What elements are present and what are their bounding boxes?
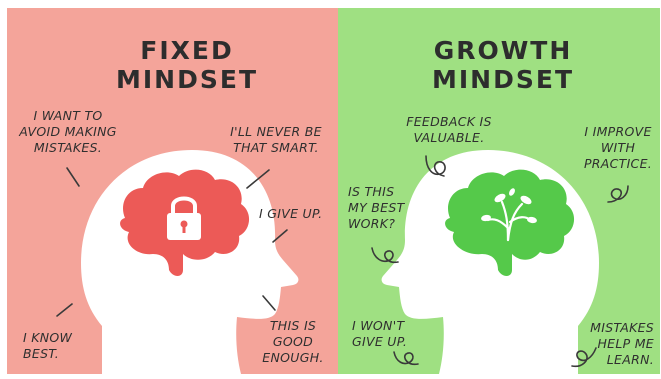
- fixed-phrase-avoid-mistakes: I WANT TO AVOID MAKING MISTAKES.: [19, 108, 117, 155]
- growth-phrase-feedback: FEEDBACK IS VALUABLE.: [406, 114, 492, 145]
- fixed-head-illustration: [56, 150, 299, 374]
- growth-title-line1: GROWTH: [433, 36, 573, 65]
- fixed-title-line2: MINDSET: [116, 65, 258, 94]
- fixed-title-line1: FIXED: [140, 36, 234, 65]
- growth-connector-swirls: [371, 155, 629, 368]
- fixed-mindset-title: FIXED MINDSET: [107, 36, 267, 94]
- growth-mindset-title: GROWTH MINDSET: [413, 36, 593, 94]
- growth-phrase-wont-give-up: I WON'T GIVE UP.: [352, 318, 408, 349]
- padlock-icon: [167, 196, 201, 240]
- fixed-phrase-give-up: I GIVE UP.: [259, 206, 323, 221]
- fixed-phrase-good-enough: THIS IS GOOD ENOUGH.: [262, 318, 324, 365]
- growth-head-illustration: [371, 150, 629, 374]
- growth-phrase-best-work: IS THIS MY BEST WORK?: [348, 184, 405, 231]
- fixed-phrase-know-best: I KNOW BEST.: [23, 330, 73, 361]
- fixed-mindset-panel: FIXED MINDSET I WANT TO AVOID MAKING MIS…: [7, 8, 338, 374]
- growth-phrase-improve: I IMPROVE WITH PRACTICE.: [583, 124, 653, 171]
- growth-mindset-panel: GROWTH MINDSET FEEDBACK IS VALUABLE. I I…: [338, 8, 660, 374]
- sprout-icon: [481, 188, 537, 242]
- growth-title-line2: MINDSET: [432, 65, 574, 94]
- growth-phrase-mistakes-learn: MISTAKES HELP ME LEARN.: [590, 320, 654, 367]
- fixed-phrase-never-smart: I'LL NEVER BE THAT SMART.: [230, 124, 322, 155]
- fixed-connector-lines: [56, 167, 288, 317]
